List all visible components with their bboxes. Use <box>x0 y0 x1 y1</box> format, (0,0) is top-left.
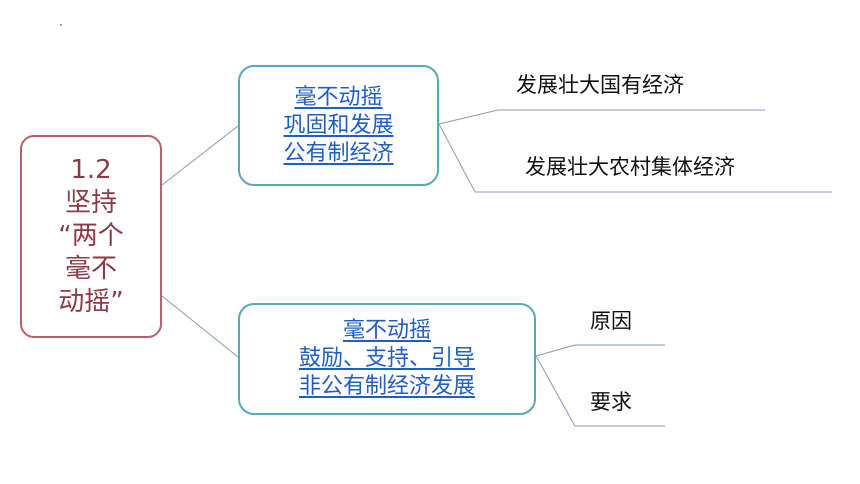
leaf-reasons: 原因 <box>590 309 632 333</box>
root-line-5: 动摇” <box>58 287 124 317</box>
root-line-1: 1.2 <box>70 155 112 185</box>
connector-branch-1-leaf-1 <box>438 109 499 125</box>
connector-branch-2-leaf-1 <box>535 344 576 357</box>
root-node: 1.2 坚持 “两个 毫不 动摇” <box>20 135 162 338</box>
leaf-requirements: 要求 <box>590 390 632 414</box>
branch-1-link-line-2[interactable]: 巩固和发展 <box>283 112 394 138</box>
branch-node-public-economy[interactable]: 毫不动摇 巩固和发展 公有制经济 <box>238 65 439 186</box>
branch-node-non-public-economy[interactable]: 毫不动摇 鼓励、支持、引导 非公有制经济发展 <box>238 303 536 415</box>
connector-root-branch-2 <box>161 295 239 358</box>
connector-branch-2-leaf-2 <box>535 355 576 427</box>
decorative-dot <box>60 24 62 26</box>
root-line-3: “两个 <box>58 221 124 251</box>
branch-1-link-line-3[interactable]: 公有制经济 <box>283 140 394 166</box>
branch-2-link-line-1[interactable]: 毫不动摇 <box>342 318 431 343</box>
branch-2-link-line-2[interactable]: 鼓励、支持、引导 <box>298 346 475 371</box>
branch-1-link-line-1[interactable]: 毫不动摇 <box>294 84 383 110</box>
root-line-4: 毫不 <box>64 254 117 284</box>
connector-branch-1-leaf-2 <box>438 123 476 193</box>
leaf-rural-collective-economy: 发展壮大农村集体经济 <box>525 155 735 179</box>
connector-root-branch-1 <box>161 125 239 186</box>
branch-2-link-line-3[interactable]: 非公有制经济发展 <box>298 374 475 399</box>
leaf-state-owned-economy: 发展壮大国有经济 <box>516 73 684 97</box>
root-line-2: 坚持 <box>64 188 117 218</box>
